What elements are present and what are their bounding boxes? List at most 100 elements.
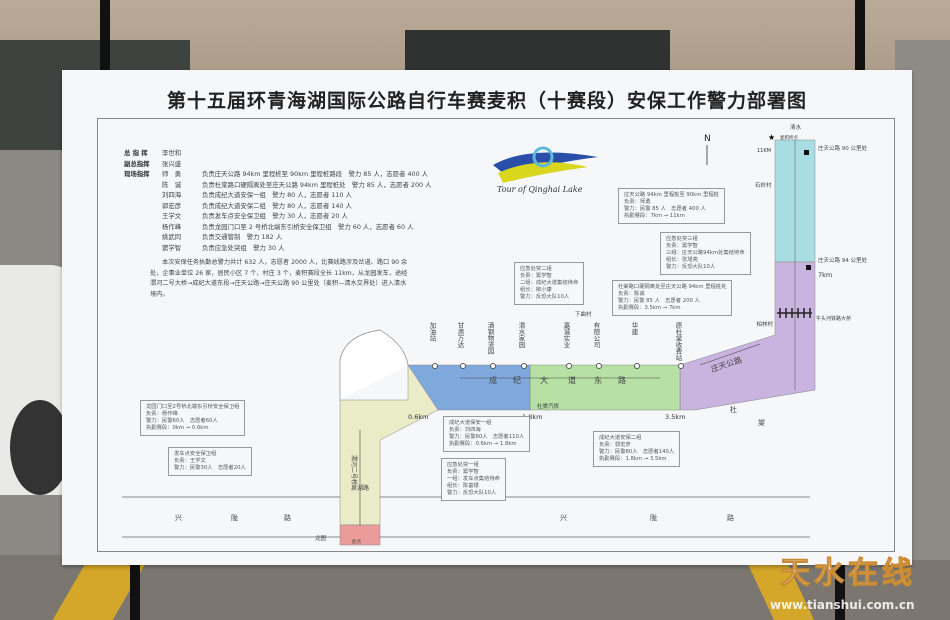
personnel-duty: 负责发车点安全保卫组 警力 30 人，志愿者 20 人 [202, 212, 348, 220]
callout-line: 警力：反恐大队10人 [666, 264, 716, 270]
personnel-list: 总 指 挥李世和副总指挥张兴盛现场指挥师 勇负责庄天公路 94km 里程桩至 9… [124, 148, 432, 253]
station-marker [566, 363, 572, 369]
callout-line: 执勤赛段：0.6km → 1.8km [449, 441, 517, 447]
north-arrow: N [704, 134, 711, 165]
personnel-row: 王学文 负责发车点安全保卫组 警力 30 人，志愿者 20 人 [124, 211, 432, 222]
personnel-role: 现场指挥 [124, 170, 150, 178]
station-label: 甘肃万达 [456, 321, 464, 350]
callout-line: 一组：发车点集结待命 [447, 476, 500, 482]
station-marker [634, 363, 640, 369]
board-post [100, 0, 110, 80]
railway-bridge [777, 308, 812, 318]
svg-text:庄天公路 94 公里处: 庄天公路 94 公里处 [818, 256, 867, 264]
svg-text:大: 大 [540, 375, 548, 385]
callout-line: 成纪大道保安一组 [449, 420, 492, 426]
station-marker [596, 363, 602, 369]
svg-text:杜: 杜 [730, 405, 737, 414]
personnel-row: 郭宏彦负责成纪大道安保二组 警力 80 人，志愿者 140 人 [124, 201, 432, 212]
station-label: 酒钢物流园 [486, 322, 494, 356]
chengji-road-label: 成纪 大道 东路 [489, 375, 626, 385]
personnel-name: 陈 诚 [162, 180, 182, 189]
personnel-name: 姚武同 [162, 233, 182, 241]
svg-text:杜棠汽修: 杜棠汽修 [537, 402, 560, 410]
svg-text:牛头河铁路大桥: 牛头河铁路大桥 [816, 315, 851, 322]
callout-line: 负责：窦学智 [666, 243, 698, 249]
personnel-duty: 负责交通管制 警力 182 人 [202, 233, 283, 241]
xinglong-road-label: 兴陇路 兴陇路 [175, 513, 734, 522]
callout-line: 发车点安全保卫组 [174, 451, 217, 457]
summary-paragraph: 本次安保任务执勤总警力共计 632 人，志愿者 2000 人，比赛线路涉及岔道、… [150, 259, 408, 298]
callout-box: 发车点安全保卫组负责：王学文警力：民警30人 志愿者20人 [168, 447, 252, 476]
svg-text:柏林村: 柏林村 [756, 320, 773, 328]
start-label: 起点 [352, 539, 361, 545]
watermark-logo: 天水在线 [780, 556, 916, 592]
station-label: 有限公司 [592, 321, 600, 349]
logo-text: Tour of Qinghai Lake [497, 185, 583, 194]
personnel-name: 窦学智 [162, 243, 182, 252]
callout-line: 执勤赛段：1.8km → 3.5km [599, 456, 667, 462]
map-frame [97, 118, 895, 552]
personnel-name: 杨作峰 [162, 222, 182, 231]
personnel-row: 刘四海负责成纪大道安保一组 警力 80 人，志愿者 110 人 [124, 190, 432, 201]
callout-line: 应急处突三组 [666, 236, 698, 242]
callout-line: 杜棠路口硬隔离处至庄天公路 94km 里程桩处 [618, 284, 727, 290]
svg-text:陇: 陇 [231, 513, 238, 522]
board-title: 第十五届环青海湖国际公路自行车赛麦积（十赛段）安保工作警力部署图 [166, 90, 807, 112]
personnel-name: 刘四海 [162, 191, 182, 199]
svg-text:棠: 棠 [758, 418, 765, 427]
personnel-name: 张兴盛 [162, 159, 182, 168]
svg-text:道: 道 [568, 375, 576, 385]
svg-text:路: 路 [727, 513, 734, 522]
board-post [130, 560, 140, 620]
personnel-name: 王学文 [162, 212, 182, 220]
personnel-duty: 负责庄天公路 94km 里程桩至 90km 里程桩路段 警力 85 人，志愿者 … [202, 170, 429, 178]
callout-line: 执勤赛段：0km → 0.6km [146, 425, 209, 431]
km-marker: 1.8km [522, 413, 542, 421]
callout-line: 警力：民警30人 志愿者20人 [174, 465, 246, 471]
watermark-url: www.tianshui.com.cn [770, 598, 915, 612]
personnel-duty: 负责成纪大道安保二组 警力 80 人，志愿者 140 人 [202, 201, 352, 210]
personnel-row: 总 指 挥李世和 [124, 148, 432, 159]
bridge-label: 渭河二号桥 [350, 455, 358, 485]
roundabout [339, 329, 409, 400]
svg-text:兴: 兴 [175, 513, 182, 522]
callout-line: 警力：民警80人 志愿者110人 [449, 434, 525, 440]
callout-box: 杜棠路口硬隔离处至庄天公路 94km 里程桩处负责：陈诚警力：民警 85 人 志… [612, 280, 733, 316]
personnel-row: 姚武同 负责交通管制 警力 182 人 [124, 232, 432, 243]
window-background [405, 30, 670, 75]
callout-line: 负责：郭宏彦 [599, 442, 631, 448]
callout-line: 警力：民警60人 志愿者60人 [146, 418, 218, 424]
callout-line: 警力：民警 85 人 志愿者 400 人 [624, 206, 706, 212]
personnel-row: 陈 诚 负责杜棠路口硬隔离处至庄天公路 94km 里程桩处 警力 85 人，志愿者… [124, 180, 432, 191]
km-marker: 0.6km [408, 413, 428, 421]
station-marker [678, 363, 684, 369]
callout-line: 负责：杨作峰 [146, 411, 178, 417]
longyuan-label: 龙园 [315, 534, 327, 542]
callout-box: 应急处突一组负责：窦学智一组：发车点集结待命组长：陈富银警力：反恐大队10人 [441, 458, 506, 501]
callout-line: 应急处突二组 [520, 266, 552, 272]
svg-text:庄天公路 90 公里处: 庄天公路 90 公里处 [818, 144, 867, 152]
board-post [835, 560, 845, 620]
board-post [855, 0, 865, 80]
callout-line: 警力：反恐大队10人 [520, 294, 570, 300]
station-marker [490, 363, 496, 369]
km-marker: 7km [818, 271, 832, 279]
km-marker: 3.5km [665, 413, 685, 421]
station-marker [460, 363, 466, 369]
callout-line: 组长：柳小康 [520, 287, 552, 293]
station-marker [432, 363, 438, 369]
callout-line: 警力：民警80人 志愿者140人 [599, 449, 675, 455]
quanhu-road-label: 泉湖路 [351, 484, 369, 492]
svg-text:兴: 兴 [560, 513, 567, 522]
callout-box: 成纪大道保安一组负责：刘四海警力：民警80人 志愿者110人执勤赛段：0.6km… [443, 416, 531, 452]
svg-text:成: 成 [489, 375, 497, 385]
direction-arrow [699, 343, 761, 366]
callout-line: 组长：张旭亮 [666, 257, 698, 263]
svg-text:纪: 纪 [513, 375, 521, 385]
station-label: 加油站 [428, 321, 436, 343]
station-labels: 加油站甘肃万达酒钢物流园渭水家园嘉诚实业有限公司华建原杜棠收费站 [428, 321, 684, 369]
svg-text:麦积终点: 麦积终点 [780, 134, 798, 141]
personnel-duty: 负责杜棠路口硬隔离处至庄天公路 94km 里程桩处 警力 85 人，志愿者 20… [202, 180, 432, 189]
callout-line: 负责：师勇 [624, 199, 651, 205]
